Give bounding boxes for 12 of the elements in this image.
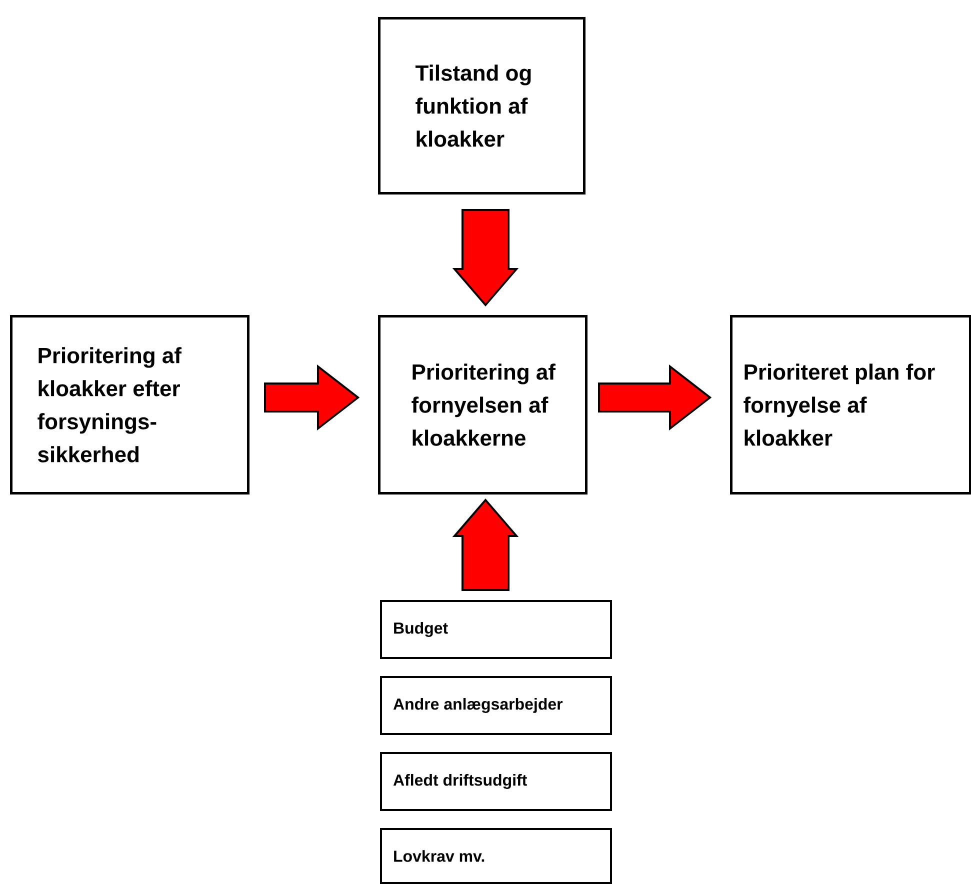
process-box: Prioritering af fornyelsen af kloakkerne xyxy=(378,315,588,494)
process-box: Prioriteret plan for fornyelse af kloakker xyxy=(730,315,971,494)
process-box: Tilstand og funktion af kloakker xyxy=(378,17,586,194)
factor-box: Afledt driftsudgift xyxy=(380,752,612,811)
factor-box: Budget xyxy=(380,600,612,659)
factor-box: Lovkrav mv. xyxy=(380,828,612,884)
factor-box: Andre anlægsarbejder xyxy=(380,676,612,735)
block-arrow xyxy=(598,364,712,431)
block-arrow xyxy=(452,498,519,591)
block-arrow xyxy=(264,364,360,431)
block-arrow xyxy=(452,209,519,307)
process-box: Prioritering af kloakker efter forsynings-sikkerhed xyxy=(10,315,250,494)
